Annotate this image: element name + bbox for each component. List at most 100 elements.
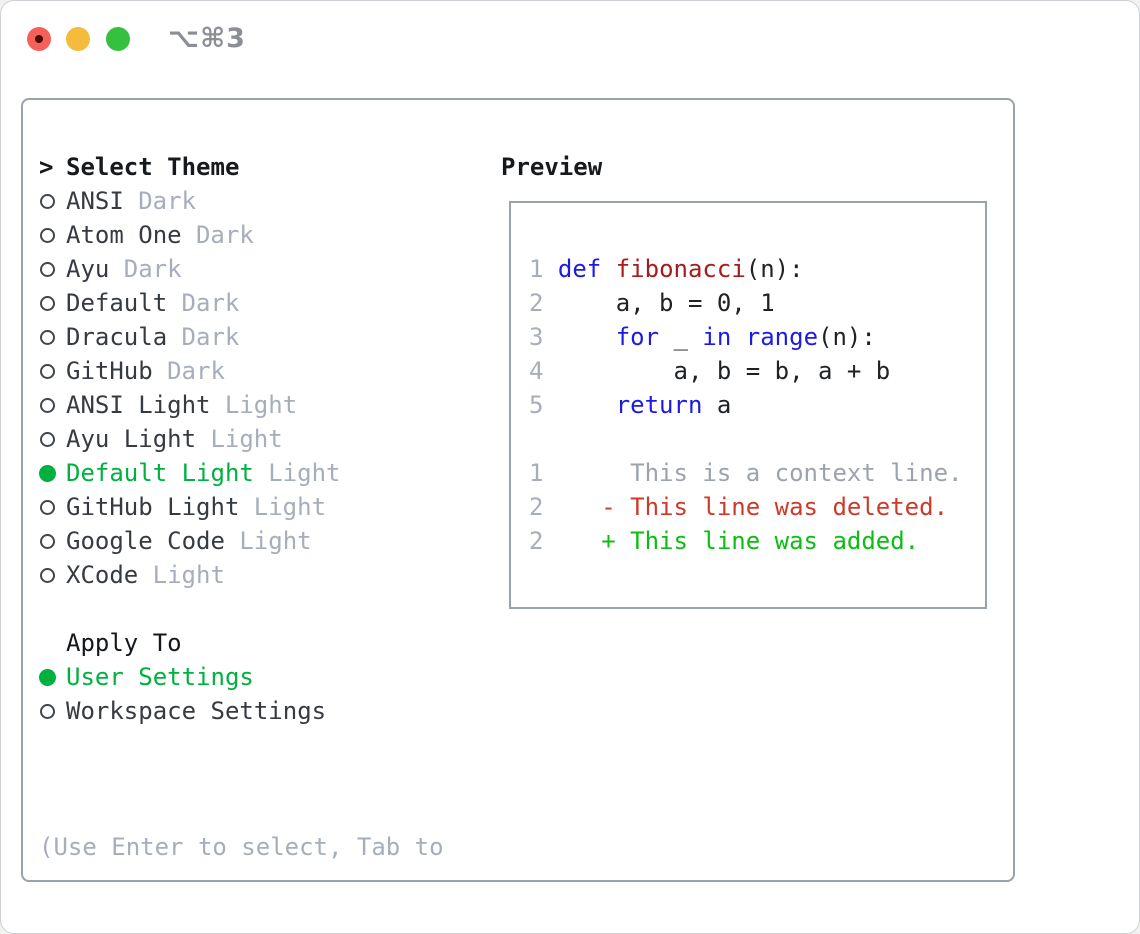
radio-icon	[39, 499, 66, 515]
minimize-button[interactable]	[66, 27, 90, 51]
theme-variant-tag: Dark	[167, 357, 225, 385]
code-token: + This line was added.	[543, 527, 920, 555]
radio-icon	[39, 567, 66, 583]
theme-option[interactable]: Ayu Light Light	[39, 422, 340, 456]
radio-icon	[39, 668, 66, 686]
radio-icon	[39, 397, 66, 413]
theme-variant-tag: Light	[268, 459, 341, 487]
theme-option[interactable]: GitHub Dark	[39, 354, 340, 388]
theme-name: ANSI Light	[66, 391, 211, 419]
radio-icon	[39, 431, 66, 447]
code-token: - This line was deleted.	[543, 493, 949, 521]
theme-variant-tag: Light	[239, 527, 312, 555]
theme-name: XCode	[66, 561, 139, 589]
help-text-line: (Use Enter to select, Tab to	[39, 833, 444, 861]
theme-option[interactable]: Dracula Dark	[39, 320, 340, 354]
apply-to-label: Workspace Settings	[66, 697, 327, 725]
theme-name: Default Light	[66, 459, 254, 487]
code-token: for	[615, 323, 660, 351]
code-line: 2 a, b = 0, 1	[529, 286, 985, 320]
code-token: 2	[529, 289, 544, 317]
code-token: This is a context line.	[543, 459, 963, 487]
radio-icon	[39, 193, 66, 209]
code-token: (n):	[818, 323, 876, 351]
theme-variant-tag: Light	[253, 493, 327, 521]
theme-name: ANSI	[66, 187, 124, 215]
theme-variant-tag: Dark	[123, 255, 182, 283]
theme-option[interactable]: ANSI Dark	[39, 184, 340, 218]
theme-variant-tag: Dark	[181, 323, 240, 351]
theme-option[interactable]: Default Light Light	[39, 456, 340, 490]
theme-picker-left-column: > Select Theme ANSI Dark Atom One Dark A…	[39, 150, 340, 728]
code-token	[543, 323, 615, 351]
theme-variant-tag: Light	[224, 391, 298, 419]
code-token: a, b = 0, 1	[543, 289, 775, 317]
theme-name: Default	[66, 289, 168, 317]
theme-name: Atom One	[66, 221, 182, 249]
code-token: fibonacci	[615, 255, 746, 283]
apply-to-option[interactable]: Workspace Settings	[39, 694, 340, 728]
code-token: def	[557, 255, 602, 283]
spacer	[39, 592, 340, 626]
code-token: (n):	[745, 255, 804, 283]
code-line: 2 + This line was added.	[529, 524, 985, 558]
theme-variant-tag: Light	[152, 561, 225, 589]
code-line: 1 This is a context line.	[529, 456, 985, 490]
code-token: range	[745, 323, 819, 351]
theme-option[interactable]: Default Dark	[39, 286, 340, 320]
apply-to-title: Apply To	[66, 629, 182, 657]
code-token: 3	[529, 323, 544, 351]
code-token	[543, 391, 615, 419]
code-token: return	[615, 391, 703, 419]
theme-name: Google Code	[66, 527, 225, 555]
code-token: 4	[529, 357, 544, 385]
zoom-button[interactable]	[106, 27, 130, 51]
theme-option[interactable]: GitHub Light Light	[39, 490, 340, 524]
theme-option[interactable]: Atom One Dark	[39, 218, 340, 252]
theme-name: Ayu Light	[66, 425, 197, 453]
radio-icon	[39, 227, 66, 243]
theme-option[interactable]: Ayu Dark	[39, 252, 340, 286]
theme-name: Dracula	[66, 323, 168, 351]
apply-to-label: User Settings	[66, 663, 254, 691]
radio-icon	[39, 261, 66, 277]
radio-icon	[39, 295, 66, 311]
theme-option[interactable]: Google Code Light	[39, 524, 340, 558]
theme-variant-tag: Dark	[181, 289, 240, 317]
radio-icon	[39, 533, 66, 549]
radio-icon	[39, 703, 66, 719]
close-button[interactable]	[27, 27, 51, 51]
apply-to-option[interactable]: User Settings	[39, 660, 340, 694]
select-theme-title: Select Theme	[66, 153, 240, 181]
code-line: 3 for _ in range(n):	[529, 320, 985, 354]
code-token	[601, 255, 615, 283]
window-shortcut-label: ⌥⌘3	[168, 23, 246, 54]
theme-variant-tag: Dark	[138, 187, 196, 215]
code-token: _	[659, 323, 703, 351]
code-token: 1	[529, 459, 544, 487]
code-token: a, b = b, a + b	[543, 357, 891, 385]
preview-title: Preview	[501, 153, 603, 181]
theme-name: GitHub Light	[66, 493, 240, 521]
theme-variant-tag: Light	[210, 425, 283, 453]
code-token: 5	[529, 391, 544, 419]
radio-icon	[39, 329, 66, 345]
theme-name: Ayu	[66, 255, 110, 283]
select-theme-header: > Select Theme	[39, 150, 340, 184]
help-text: (Use Enter to select, Tab to change focu…	[39, 762, 444, 933]
cursor-arrow-icon: >	[39, 153, 54, 181]
apply-to-header: Apply To	[39, 626, 340, 660]
code-line: 4 a, b = b, a + b	[529, 354, 985, 388]
code-token: 2	[529, 527, 544, 555]
code-line: 1 def fibonacci(n):	[529, 252, 985, 286]
theme-option[interactable]: XCode Light	[39, 558, 340, 592]
radio-icon	[39, 363, 66, 379]
theme-name: GitHub	[66, 357, 153, 385]
code-line: 5 return a	[529, 388, 985, 422]
code-line	[529, 422, 985, 456]
theme-option[interactable]: ANSI Light Light	[39, 388, 340, 422]
code-token	[543, 255, 557, 283]
